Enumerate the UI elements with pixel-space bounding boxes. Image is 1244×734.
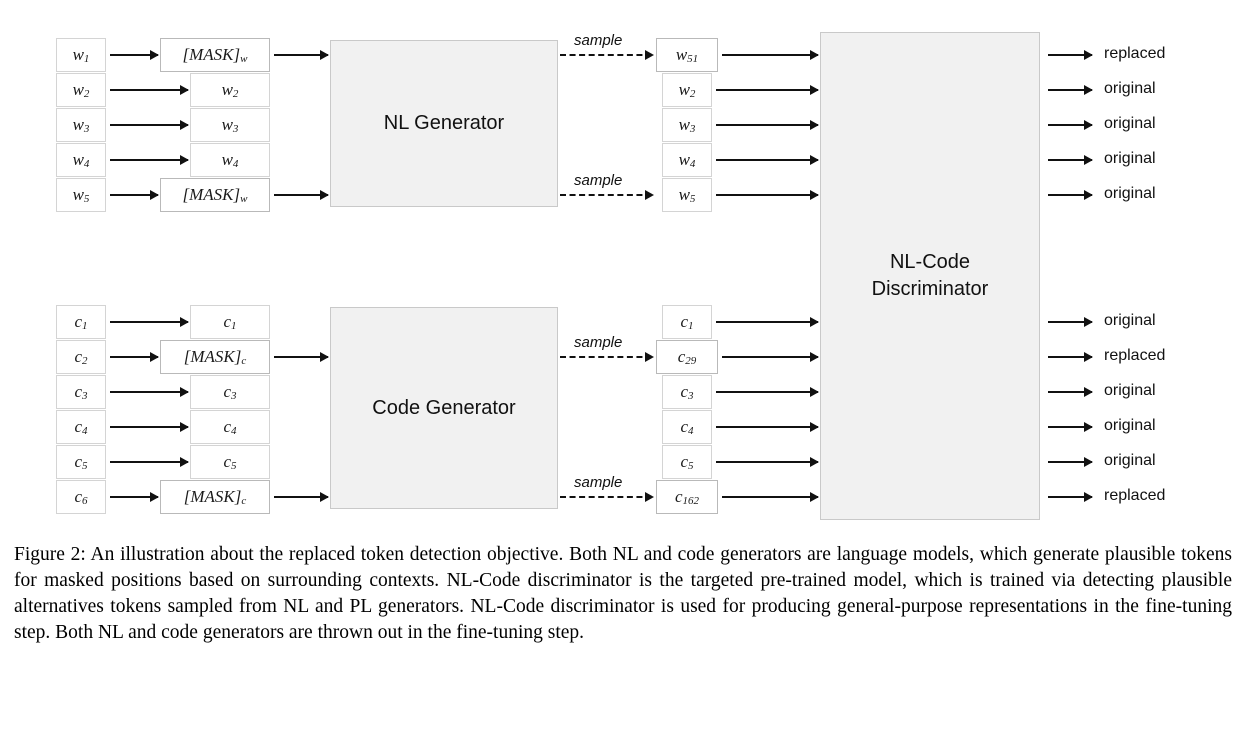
arrow-discriminator-to-output-nl-5 [1048,190,1093,200]
discriminator-label-line2: Discriminator [871,278,989,300]
arrow-discriminator-to-output-code-6 [1048,492,1093,502]
arrow-input-to-mask-code-4 [110,422,189,432]
output-label-nl-3: original [1104,115,1156,132]
output-label-code-5: original [1104,452,1156,469]
arrow-input-to-mask-code-1 [110,317,189,327]
arrow-discriminator-to-output-code-4 [1048,422,1093,432]
mask-token-code-2: [MASK]c [160,340,270,374]
arrow-mask-to-generator-code-6 [274,492,329,502]
output-label-nl-1: replaced [1104,45,1166,62]
arrow-token-to-discriminator-code-4 [716,422,819,432]
arrow-token-to-discriminator-nl-1 [722,50,819,60]
output-label-nl-5: original [1104,185,1156,202]
discriminator-label-line1: NL-Code [889,251,971,273]
arrow-sample-code-1 [560,352,654,362]
arrow-token-to-discriminator-nl-5 [716,190,819,200]
output-label-code-4: original [1104,417,1156,434]
arrow-input-to-mask-nl-5 [110,190,159,200]
arrow-mask-to-generator-code-2 [274,352,329,362]
sample-label-nl-1: sample [574,32,623,49]
arrow-token-to-discriminator-code-6 [722,492,819,502]
arrow-discriminator-to-output-code-3 [1048,387,1093,397]
arrow-token-to-discriminator-nl-2 [716,85,819,95]
arrow-discriminator-to-output-code-1 [1048,317,1093,327]
arrow-token-to-discriminator-code-3 [716,387,819,397]
mask-token-nl-1: [MASK]w [160,38,270,72]
sample-label-code-2: sample [574,474,623,491]
figure-caption: Figure 2: An illustration about the repl… [14,544,1232,643]
arrow-token-to-discriminator-code-2 [722,352,819,362]
arrow-discriminator-to-output-code-2 [1048,352,1093,362]
arrow-token-to-discriminator-code-1 [716,317,819,327]
arrow-mask-to-generator-nl-1 [274,50,329,60]
output-label-nl-4: original [1104,150,1156,167]
generator-code: Code Generator [330,307,558,509]
arrow-sample-nl-2 [560,190,654,200]
arrow-discriminator-to-output-nl-3 [1048,120,1093,130]
generator-nl: NL Generator [330,40,558,207]
mask-token-code-6: [MASK]c [160,480,270,514]
arrow-discriminator-to-output-code-5 [1048,457,1093,467]
arrow-input-to-mask-nl-3 [110,120,189,130]
arrow-mask-to-generator-nl-5 [274,190,329,200]
arrow-input-to-mask-code-3 [110,387,189,397]
generator-label-nl: NL Generator [383,112,505,134]
output-label-code-3: original [1104,382,1156,399]
arrow-input-to-mask-nl-2 [110,85,189,95]
arrow-sample-code-2 [560,492,654,502]
output-label-code-6: replaced [1104,487,1166,504]
sample-label-nl-2: sample [574,172,623,189]
mask-token-nl-5: [MASK]w [160,178,270,212]
output-label-code-1: original [1104,312,1156,329]
arrow-input-to-mask-nl-1 [110,50,159,60]
arrow-discriminator-to-output-nl-1 [1048,50,1093,60]
arrow-input-to-mask-code-6 [110,492,159,502]
sample-label-code-1: sample [574,334,623,351]
arrow-discriminator-to-output-nl-4 [1048,155,1093,165]
arrow-token-to-discriminator-code-5 [716,457,819,467]
output-label-code-2: replaced [1104,347,1166,364]
arrow-sample-nl-1 [560,50,654,60]
arrow-input-to-mask-nl-4 [110,155,189,165]
arrow-input-to-mask-code-2 [110,352,159,362]
arrow-input-to-mask-code-5 [110,457,189,467]
arrow-discriminator-to-output-nl-2 [1048,85,1093,95]
output-label-nl-2: original [1104,80,1156,97]
arrow-token-to-discriminator-nl-4 [716,155,819,165]
arrow-token-to-discriminator-nl-3 [716,120,819,130]
generator-label-code: Code Generator [372,396,516,419]
